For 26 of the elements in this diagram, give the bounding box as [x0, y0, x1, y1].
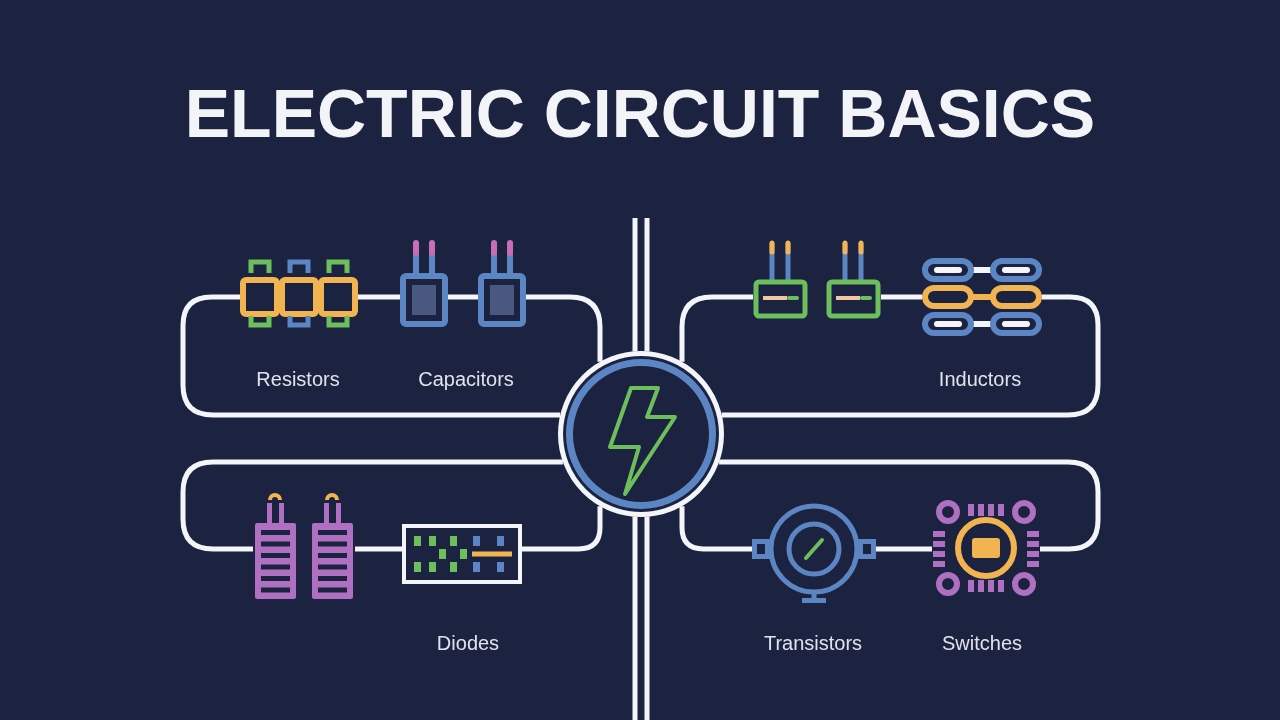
component-pair-icon: [753, 240, 881, 320]
resistors-icon: [240, 258, 358, 328]
component-label: Inductors: [938, 367, 1022, 391]
wire: [876, 546, 932, 552]
wire: [721, 294, 1101, 418]
title: ELECTRIC CIRCUIT BASICS: [184, 79, 1096, 147]
wire: [358, 294, 400, 300]
wire: [180, 294, 561, 418]
wire: [526, 294, 603, 362]
wire: [719, 459, 1101, 552]
wire: [355, 546, 402, 552]
capacitors-icon: [400, 240, 526, 327]
component-label: Diodes: [436, 631, 500, 655]
wire: [679, 294, 753, 362]
component-label: Capacitors: [418, 367, 514, 391]
chip-icon: [932, 497, 1040, 599]
transistor-icon: [752, 503, 876, 603]
component-label: Switches: [942, 631, 1022, 655]
wire: [180, 459, 563, 552]
inductor-icon: [922, 255, 1042, 339]
component-label: Resistors: [256, 367, 340, 391]
component-label: Transistors: [763, 631, 863, 655]
diode-icon: [402, 524, 522, 584]
wire: [881, 294, 922, 300]
wire: [632, 514, 650, 720]
wire: [632, 215, 650, 354]
